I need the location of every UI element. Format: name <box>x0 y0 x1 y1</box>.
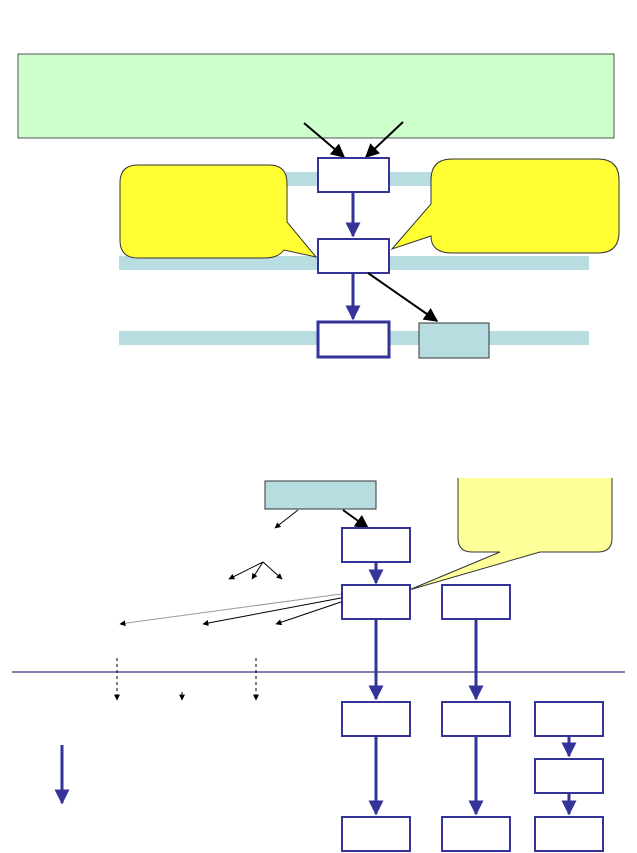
arrow-fan-far <box>119 593 342 627</box>
node-lower-source <box>264 480 377 510</box>
node-lower-a1 <box>341 527 411 563</box>
arrow-source-down-left <box>274 509 299 529</box>
arrow-source-to-a1 <box>342 509 370 529</box>
node-side <box>418 322 490 359</box>
node-bottom <box>316 320 391 359</box>
arrow-fan-mid <box>202 597 342 626</box>
node-lower-b2 <box>441 584 511 620</box>
node-lower-b3 <box>441 701 511 737</box>
callout-left <box>119 164 318 259</box>
node-lower-b4 <box>441 816 511 852</box>
node-lower-c4 <box>534 758 604 794</box>
node-middle <box>317 238 390 274</box>
node-lower-c3 <box>534 701 604 737</box>
arrow-fan-near <box>275 601 342 626</box>
node-lower-a4 <box>341 816 411 852</box>
node-lower-a2 <box>341 584 411 620</box>
arrow-branch-2 <box>251 561 264 580</box>
node-top <box>317 157 390 193</box>
arrow-branch-1 <box>228 561 264 580</box>
arrow-banner-to-top-right <box>364 121 404 158</box>
arrow-banner-to-top-left <box>303 122 346 158</box>
header-banner <box>17 53 615 139</box>
arrow-branch-3 <box>262 561 283 580</box>
callout-lower <box>408 478 613 591</box>
callout-right <box>390 158 620 254</box>
node-lower-c5 <box>534 816 604 852</box>
arrow-middle-to-side <box>367 272 439 322</box>
node-lower-a3 <box>341 701 411 737</box>
